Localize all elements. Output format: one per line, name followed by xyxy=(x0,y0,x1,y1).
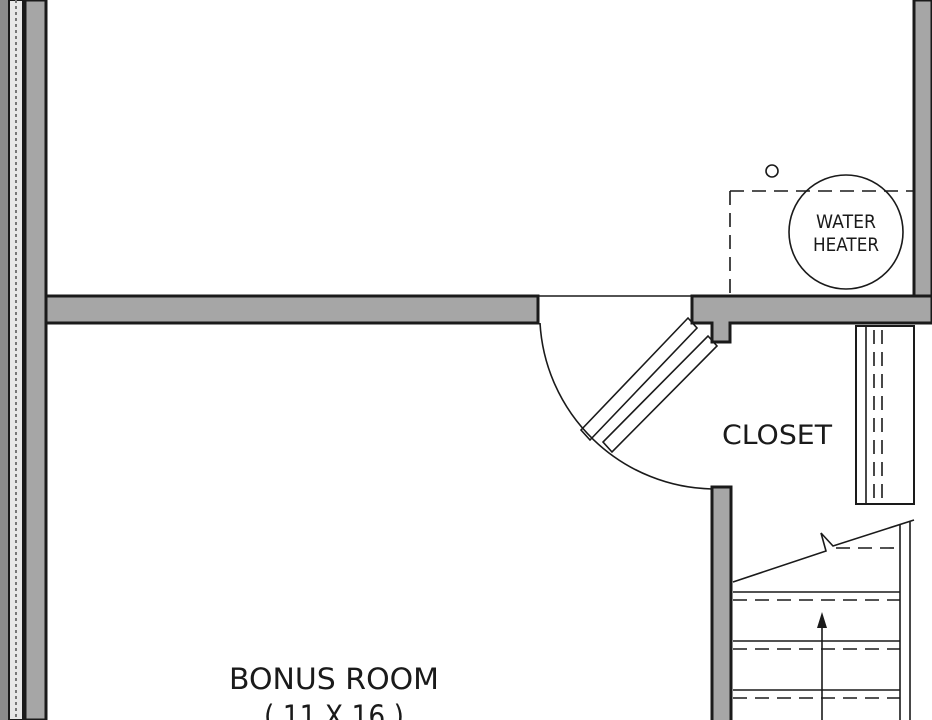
exterior-wall-right xyxy=(912,0,932,300)
exterior-wall-left xyxy=(0,0,48,720)
interior-wall-horizontal xyxy=(44,294,932,344)
water-heater-label-line2: HEATER xyxy=(813,234,879,256)
water-heater-label-line1: WATER xyxy=(816,211,876,233)
closet-label: CLOSET xyxy=(722,420,833,451)
bonus-room-label: BONUS ROOM xyxy=(229,662,439,696)
interior-wall-vertical xyxy=(710,485,733,720)
closet-shelf xyxy=(855,325,915,505)
water-heater: WATER HEATER xyxy=(729,164,914,296)
door-swing xyxy=(537,295,719,490)
staircase xyxy=(732,519,915,720)
bonus-room-size-label: ( 11 X 16 ) xyxy=(264,699,404,720)
